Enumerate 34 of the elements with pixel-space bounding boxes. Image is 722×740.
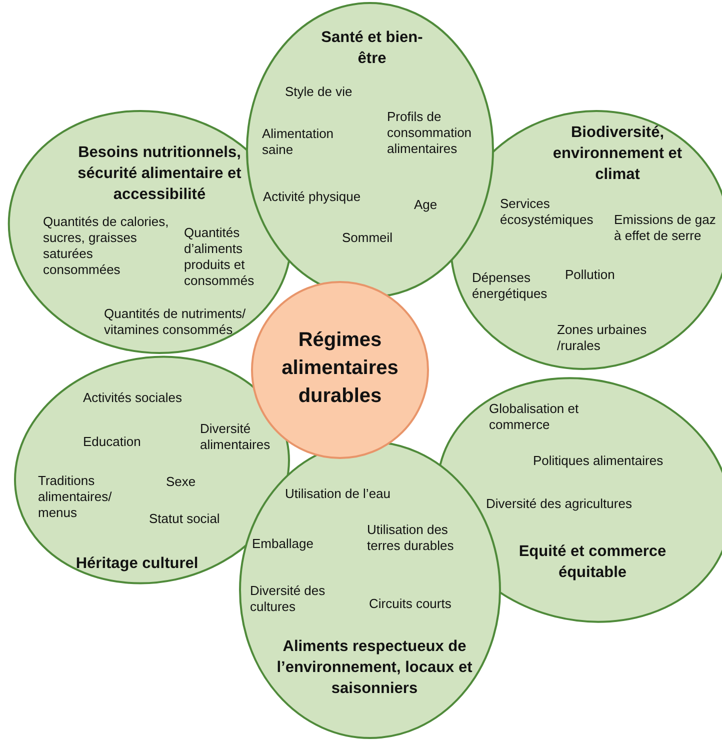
petal-item: Traditions alimentaires/ menus	[38, 473, 113, 521]
petal-item: Education	[83, 434, 142, 450]
petal-title: Héritage culturel	[74, 554, 200, 574]
petal-item: Politiques alimentaires	[533, 453, 664, 469]
center-title: Régimes alimentaires durables	[280, 328, 400, 409]
petal-item: Age	[414, 197, 438, 213]
petal-item: Activité physique	[263, 189, 362, 205]
petal-item: Activités sociales	[83, 390, 183, 406]
petal-item: Alimentation saine	[262, 126, 335, 158]
petal-item: Services écosystémiques	[500, 196, 594, 228]
petal-item: Dépenses énergétiques	[472, 270, 548, 302]
petal-item: Diversité alimentaires	[200, 421, 272, 453]
petal-item: Sommeil	[342, 230, 394, 246]
petal-item: Utilisation des terres durables	[367, 522, 455, 554]
petal-item: Diversité des cultures	[250, 583, 326, 615]
petal-item: Globalisation et commerce	[489, 401, 580, 433]
petal-item: Sexe	[166, 474, 197, 490]
petal-title: Santé et bien-être	[320, 28, 424, 69]
petal-item: Pollution	[565, 267, 616, 283]
petal-item: Profils de consommation alimentaires	[387, 109, 473, 157]
petal-item: Style de vie	[285, 84, 354, 100]
petal-item: Quantités d’aliments produits et consommés	[184, 225, 256, 289]
petal-item: Emissions de gaz à effet de serre	[614, 212, 717, 244]
petal-item: Emballage	[252, 536, 314, 552]
petal-item: Statut social	[149, 511, 221, 527]
petal-item: Diversité des agricultures	[486, 496, 633, 512]
petal-item: Quantités de nutriments/ vitamines consommés	[104, 306, 247, 338]
petal-title: Equité et commerce équitable	[518, 542, 668, 583]
petal-item: Quantités de calories, sucres, graisses saturées consommées	[43, 214, 170, 278]
petal-item: Utilisation de l’eau	[285, 486, 392, 502]
petal-item: Zones urbaines /rurales	[557, 322, 648, 354]
petal-item: Circuits courts	[369, 596, 452, 612]
petal-title: Aliments respectueux de l’environnement, locaux et saisonniers	[276, 637, 474, 699]
petal-title: Biodiversité, environnement et climat	[552, 123, 684, 185]
